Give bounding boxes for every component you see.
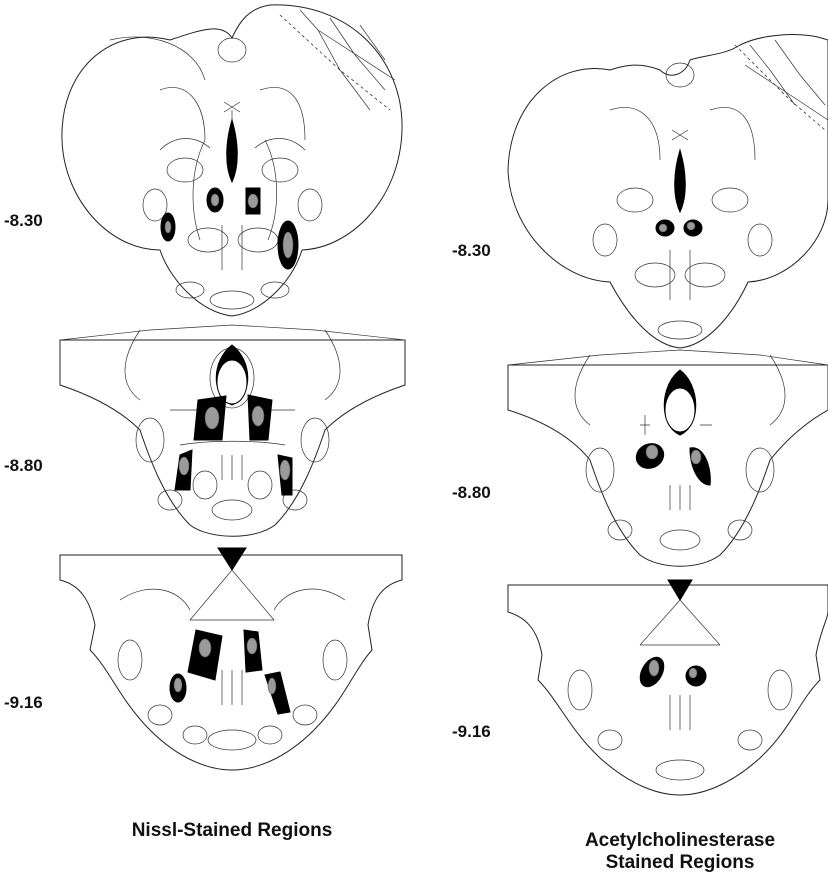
nissl-section-830	[62, 5, 402, 316]
nissl-caption: Nissl-Stained Regions	[132, 820, 333, 841]
nissl-level-label-1: -8.30	[4, 211, 43, 230]
nissl-section-880	[60, 325, 405, 536]
ache-section-830	[508, 35, 828, 348]
ache-level-label-3: -9.16	[452, 722, 491, 741]
ache-section-916	[508, 580, 828, 795]
ache-section-880	[508, 350, 828, 566]
nissl-level-label-2: -8.80	[4, 456, 43, 475]
ache-caption-line-1: Acetylcholinesterase	[585, 830, 775, 851]
nissl-level-label-3: -9.16	[4, 693, 43, 712]
ache-level-label-1: -8.30	[452, 241, 491, 260]
ache-caption-line-2: Stained Regions	[606, 852, 755, 872]
ache-level-label-2: -8.80	[452, 483, 491, 502]
nissl-section-916	[60, 548, 402, 770]
